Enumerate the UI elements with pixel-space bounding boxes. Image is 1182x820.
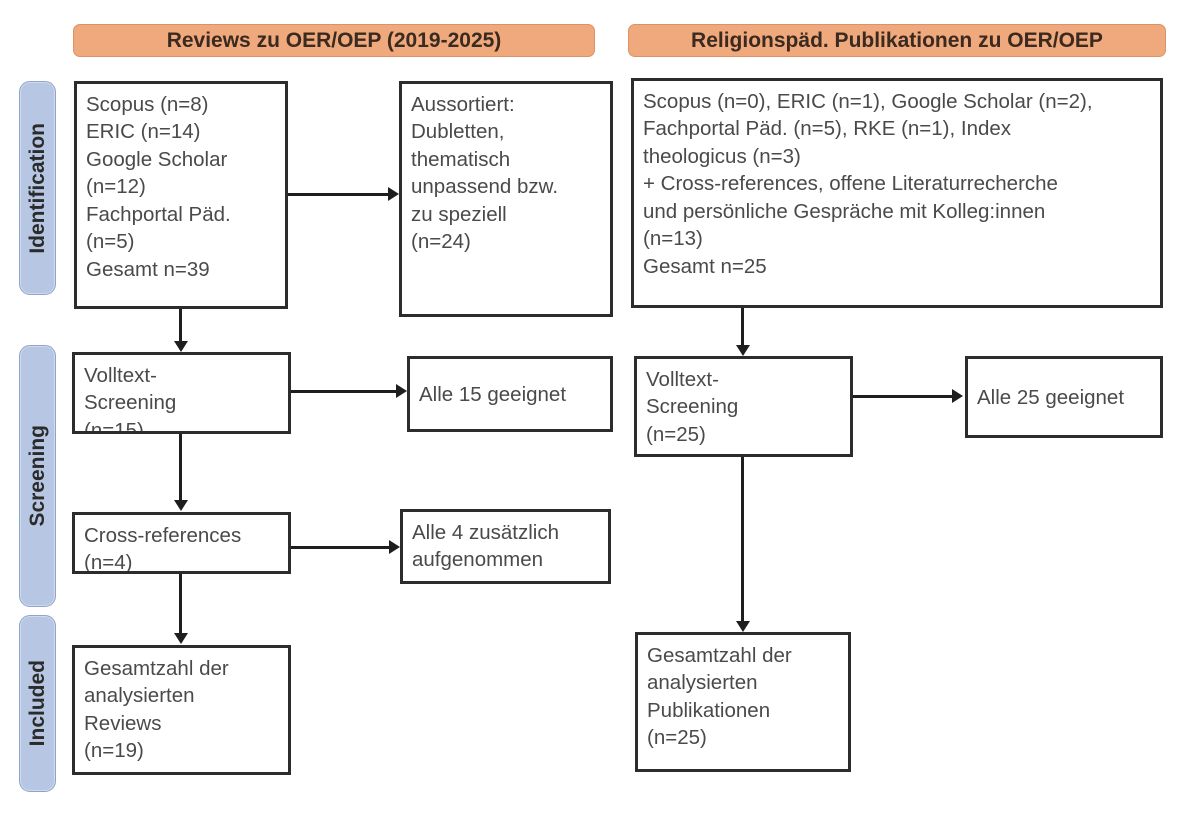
left-excluded-line-4: unpassend bzw.	[411, 175, 559, 199]
connector-right-fulltext-to-result	[853, 395, 952, 398]
left-excluded-line-6: (n=24)	[411, 230, 471, 254]
left-crossref-result-line-2: aufgenommen	[412, 548, 544, 572]
right-fulltext-result-box: Alle 25 geeignet	[965, 356, 1163, 438]
left-included-line-1: Gesamtzahl der	[84, 657, 229, 680]
arrow-left-crossref-to-included	[174, 633, 188, 644]
column-header-reviews: Reviews zu OER/OEP (2019-2025)	[73, 24, 595, 57]
left-excluded-line-1: Aussortiert:	[411, 93, 515, 116]
left-sources-box: Scopus (n=8) ERIC (n=14) Google Scholar …	[74, 81, 288, 309]
left-sources-line-1: Scopus (n=8)	[86, 93, 209, 116]
arrow-left-fulltext-to-crossref	[174, 500, 188, 511]
right-sources-line-3: theologicus (n=3)	[643, 144, 801, 168]
left-excluded-line-2: Dubletten,	[411, 120, 505, 144]
left-excluded-line-3: thematisch	[411, 147, 511, 171]
left-fulltext-box: Volltext- Screening (n=15)	[72, 352, 291, 434]
left-sources-line-2: ERIC (n=14)	[86, 120, 201, 144]
connector-left-fulltext-to-result	[291, 390, 396, 393]
right-sources-line-1: Scopus (n=0), ERIC (n=1), Google Scholar…	[643, 90, 1093, 113]
right-included-line-2: analysierten	[647, 671, 758, 695]
arrow-left-sources-to-excluded	[388, 187, 399, 201]
left-crossref-result-box: Alle 4 zusätzlich aufgenommen	[400, 509, 611, 584]
right-included-line-4: (n=25)	[647, 726, 707, 750]
left-fulltext-result-line-1: Alle 15 geeignet	[419, 382, 567, 406]
left-included-line-2: analysierten	[84, 684, 195, 708]
stage-label-identification: Identification	[25, 122, 49, 254]
arrow-right-fulltext-to-result	[952, 389, 963, 403]
connector-right-fulltext-to-included	[741, 457, 744, 623]
stage-label-included: Included	[25, 660, 49, 747]
stage-bar-included: Included	[19, 615, 56, 792]
right-sources-line-2: Fachportal Päd. (n=5), RKE (n=1), Index	[643, 117, 1012, 141]
right-sources-line-4: + Cross-references, offene Literaturrech…	[643, 172, 1058, 196]
arrow-left-fulltext-to-result	[396, 384, 407, 398]
right-fulltext-line-1: Volltext-	[646, 368, 719, 391]
column-header-publikationen-label: Religionspäd. Publikationen zu OER/OEP	[691, 28, 1103, 52]
connector-left-crossref-to-result	[291, 546, 389, 549]
left-sources-line-6: (n=5)	[86, 230, 135, 254]
connector-right-sources-to-fulltext	[741, 308, 744, 346]
left-excluded-box: Aussortiert: Dubletten, thematisch unpas…	[399, 81, 613, 317]
right-fulltext-result-line-1: Alle 25 geeignet	[977, 385, 1125, 409]
left-included-line-3: Reviews	[84, 711, 162, 735]
left-crossref-line-1: Cross-references	[84, 524, 242, 547]
arrow-right-sources-to-fulltext	[736, 345, 750, 356]
right-sources-line-7: Gesamt n=25	[643, 254, 767, 278]
stage-bar-identification: Identification	[19, 81, 56, 295]
left-crossref-line-2: (n=4)	[84, 551, 133, 574]
arrow-left-sources-to-fulltext	[174, 341, 188, 352]
left-sources-line-3: Google Scholar	[86, 147, 228, 171]
left-sources-line-7: Gesamt n=39	[86, 257, 210, 281]
connector-left-fulltext-to-crossref	[179, 434, 182, 502]
left-crossref-box: Cross-references (n=4)	[72, 512, 291, 574]
left-sources-line-4: (n=12)	[86, 175, 146, 199]
right-included-line-1: Gesamtzahl der	[647, 644, 792, 667]
column-header-publikationen: Religionspäd. Publikationen zu OER/OEP	[628, 24, 1166, 57]
left-included-line-4: (n=19)	[84, 739, 144, 763]
left-crossref-result-line-1: Alle 4 zusätzlich	[412, 521, 559, 544]
connector-left-crossref-to-included	[179, 574, 182, 634]
right-fulltext-line-2: Screening	[646, 395, 739, 419]
right-sources-line-6: (n=13)	[643, 227, 703, 251]
connector-left-sources-to-fulltext	[179, 309, 182, 342]
right-included-box: Gesamtzahl der analysierten Publikatione…	[635, 632, 851, 772]
right-sources-line-5: und persönliche Gespräche mit Kolleg:inn…	[643, 199, 1046, 223]
column-header-reviews-label: Reviews zu OER/OEP (2019-2025)	[166, 28, 502, 52]
left-fulltext-line-2: Screening	[84, 391, 177, 415]
right-fulltext-box: Volltext- Screening (n=25)	[634, 356, 853, 457]
left-fulltext-line-3: (n=15)	[84, 418, 144, 434]
connector-left-sources-to-excluded	[288, 193, 388, 196]
left-fulltext-result-box: Alle 15 geeignet	[407, 356, 613, 432]
right-included-line-3: Publikationen	[647, 698, 771, 722]
arrow-right-fulltext-to-included	[736, 621, 750, 632]
arrow-left-crossref-to-result	[389, 540, 400, 554]
stage-label-screening: Screening	[25, 425, 49, 527]
right-fulltext-line-3: (n=25)	[646, 422, 706, 446]
left-fulltext-line-1: Volltext-	[84, 364, 157, 387]
right-sources-box: Scopus (n=0), ERIC (n=1), Google Scholar…	[631, 78, 1163, 308]
stage-bar-screening: Screening	[19, 345, 56, 607]
left-included-box: Gesamtzahl der analysierten Reviews (n=1…	[72, 645, 291, 775]
left-excluded-line-5: zu speziell	[411, 202, 507, 226]
left-sources-line-5: Fachportal Päd.	[86, 202, 231, 226]
